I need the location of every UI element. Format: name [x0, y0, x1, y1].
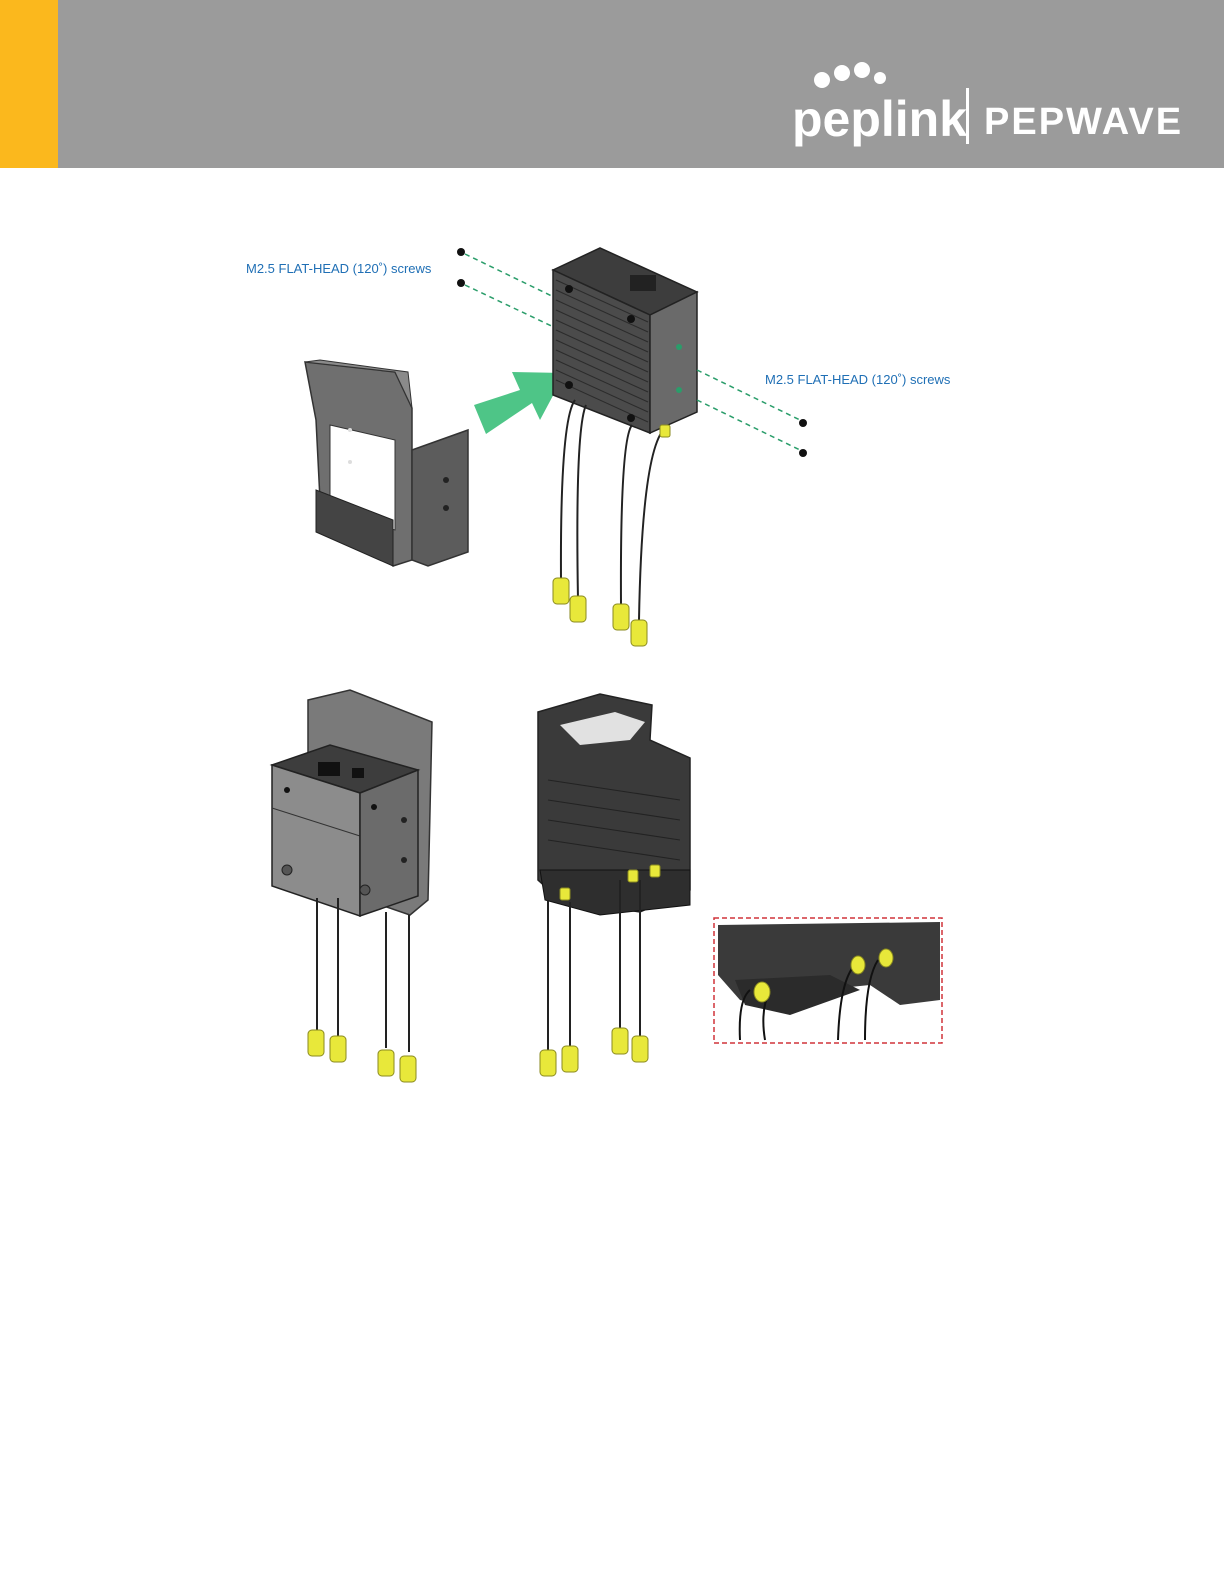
screw-icon: [799, 449, 807, 457]
screw-icon: [457, 248, 465, 256]
screw-icon: [799, 419, 807, 427]
right-screws-label: M2.5 FLAT-HEAD (120˚) screws: [765, 372, 951, 387]
screw-icon: [457, 279, 465, 287]
connector-detail-callout: [714, 918, 942, 1043]
left-screws-label: M2.5 FLAT-HEAD (120˚) screws: [246, 261, 432, 276]
insert-arrow-icon: [474, 372, 565, 434]
assembled-back-view: [538, 694, 690, 915]
mounting-bracket: [305, 360, 468, 566]
assembled-front-view: [272, 690, 432, 916]
router-device: [553, 248, 697, 433]
